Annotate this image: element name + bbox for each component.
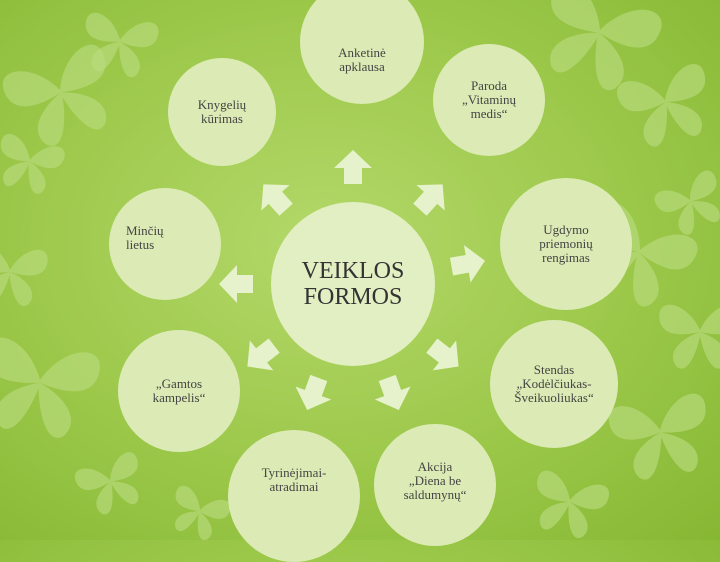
- node-label: Stendas „Kodėlčiukas- Šveikuoliukas“: [514, 363, 593, 405]
- arrow-shape: [289, 372, 336, 417]
- arrow-shape: [369, 372, 416, 417]
- node-label: Anketinė apklausa: [338, 46, 386, 74]
- node-label: „Gamtos kampelis“: [153, 377, 206, 405]
- node-label: Tyrinėjimai- atradimai: [262, 466, 327, 494]
- arrow-shape: [219, 265, 253, 303]
- node-label: Knygelių kūrimas: [198, 98, 246, 126]
- node-akcija: Akcija „Diena be saldumynų“: [374, 424, 496, 546]
- arrow-shape: [406, 172, 457, 223]
- node-label: Paroda „Vitaminų medis“: [462, 79, 516, 121]
- node-label: Ugdymo priemonių rengimas: [539, 223, 592, 265]
- node-knygeliu-kurimas: Knygelių kūrimas: [168, 58, 276, 166]
- arrow-shape: [448, 242, 488, 285]
- node-label: Akcija „Diena be saldumynų“: [404, 460, 467, 502]
- arrow-shape: [420, 331, 470, 382]
- arrow-shape: [334, 150, 372, 184]
- node-tyrinejimai: Tyrinėjimai- atradimai: [228, 430, 360, 562]
- node-label: Minčių lietus: [126, 224, 164, 252]
- node-ugdymo-priemoniu: Ugdymo priemonių rengimas: [500, 178, 632, 310]
- arrow-shape: [236, 331, 286, 382]
- node-gamtos-kampelis: „Gamtos kampelis“: [118, 330, 240, 452]
- center-label: VEIKLOS FORMOS: [302, 258, 405, 310]
- arrow-shape: [249, 172, 300, 223]
- node-minciu-lietus: Minčių lietus: [109, 188, 221, 300]
- node-paroda: Paroda „Vitaminų medis“: [433, 44, 545, 156]
- center-node-veiklos-formos: VEIKLOS FORMOS: [271, 202, 435, 366]
- node-stendas: Stendas „Kodėlčiukas- Šveikuoliukas“: [490, 320, 618, 448]
